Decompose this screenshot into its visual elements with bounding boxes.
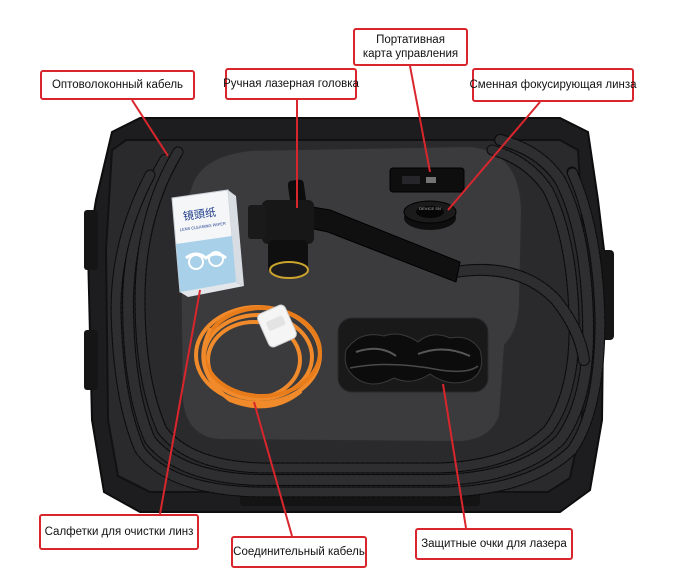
label-cleaning-wipes-text: Салфетки для очистки линз (44, 526, 194, 538)
label-laser-head: Ручная лазерная головка (223, 68, 359, 100)
wipes-box-english-text: LENS CLEANING PAPER (179, 221, 226, 232)
callout-line-glasses (442, 383, 467, 529)
callout-line-wipes (159, 289, 201, 515)
label-connection-cable: Соединительный кабель (231, 536, 367, 568)
callout-line-card (409, 65, 431, 173)
callout-line-connection (253, 401, 293, 537)
power-plug (257, 304, 297, 348)
label-fiber-cable: Оптоволоконный кабель (40, 70, 195, 100)
label-control-card: Портативная карта управления (353, 28, 468, 66)
callout-line-fiber (131, 99, 169, 157)
case-latch-left (84, 210, 98, 270)
callout-lines (131, 65, 541, 537)
fiber-optic-cable (110, 134, 606, 498)
label-safety-glasses: Защитные очки для лазера (415, 528, 573, 560)
label-control-card-line2: карта управления (362, 48, 459, 60)
label-connection-cable-text: Соединительный кабель (233, 546, 365, 558)
label-focus-lens: Сменная фокусирующая линза (469, 68, 637, 102)
lens-cleaning-box: 镜頭纸 LENS CLEANING PAPER (171, 189, 244, 297)
label-focus-lens-text: Сменная фокусирующая линза (469, 79, 637, 91)
callout-line-lens (447, 101, 541, 211)
focus-lens: DEVICE SN (403, 200, 457, 230)
safety-glasses-pocket (337, 317, 489, 393)
connection-cable (194, 305, 322, 409)
lens-box-text: DEVICE SN (419, 206, 441, 211)
label-safety-glasses-text: Защитные очки для лазера (421, 538, 567, 550)
laser-head (248, 179, 461, 283)
label-fiber-cable-text: Оптоволоконный кабель (51, 79, 184, 91)
control-card (389, 167, 465, 193)
label-control-card-line1: Портативная (376, 34, 445, 46)
case-latch-left-2 (84, 330, 98, 390)
wipes-box-chinese-text: 镜頭纸 (182, 205, 217, 223)
label-laser-head-text: Ручная лазерная головка (223, 78, 359, 90)
label-cleaning-wipes: Салфетки для очистки линз (39, 514, 199, 550)
